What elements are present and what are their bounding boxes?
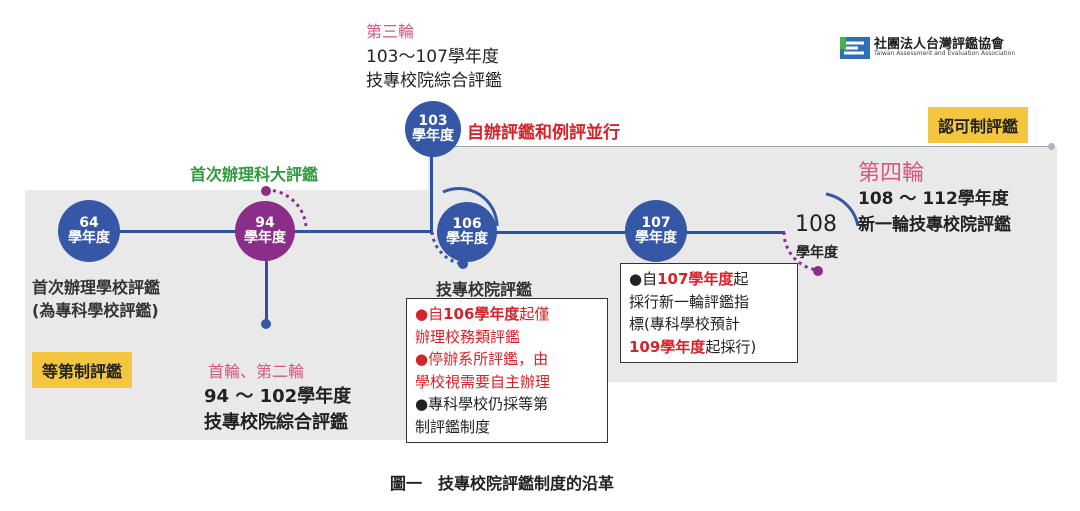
- milestone-64-caption-line2: (為專科學校評鑑): [32, 301, 159, 320]
- box-107-notes: ●自107學年度起 採行新一輪評鑑指 標(專科學校預計 109學年度起採行): [620, 263, 798, 363]
- milestone-94-dot: [261, 186, 271, 196]
- milestone-106-circle: 106 學年度: [437, 202, 497, 262]
- fourth-round-years: 108 ～ 112學年度: [858, 189, 1009, 209]
- milestone-107-unit: 學年度: [635, 230, 677, 246]
- milestone-108-dot: [813, 266, 823, 276]
- first-second-round-name: 技專校院綜合評鑑: [204, 412, 348, 433]
- box106-line4: 學校視需要自主辦理: [415, 372, 551, 391]
- association-logo: 社團法人台灣評鑑協會 Taiwan Assessment and Evaluat…: [838, 33, 1038, 61]
- arc-108-blue: [825, 192, 860, 227]
- fourth-round-name: 新一輪技專校院評鑑: [858, 215, 1011, 235]
- fourth-round-label: 第四輪: [858, 161, 925, 186]
- third-round-name: 技專校院綜合評鑑: [366, 71, 502, 91]
- milestone-108-unit: 學年度: [796, 245, 838, 261]
- first-second-round-years: 94 ～ 102學年度: [204, 386, 352, 407]
- accreditation-end-dot: [1048, 143, 1055, 150]
- milestone-106-dot: [458, 259, 468, 269]
- milestone-107-circle: 107 學年度: [625, 200, 687, 262]
- milestone-64-circle: 64 學年度: [58, 200, 120, 262]
- milestone-64-unit: 學年度: [68, 230, 110, 246]
- figure-title: 圖一 技專校院評鑑制度的沿革: [390, 474, 615, 493]
- milestone-103-unit: 學年度: [412, 128, 454, 144]
- third-round-years: 103～107學年度: [366, 47, 499, 67]
- branch-94-end-dot: [261, 319, 271, 329]
- box107-line3: 標(專科學校預計: [629, 315, 740, 333]
- arc-106-blue: [442, 186, 499, 227]
- milestone-103-caption: 自辦評鑑和例評並行: [467, 123, 620, 143]
- accreditation-badge: 認可制評鑑: [928, 107, 1029, 143]
- milestone-107-year: 107: [641, 215, 671, 232]
- arc-108-dashed: [782, 231, 819, 272]
- grading-badge: 等第制評鑑: [32, 352, 133, 388]
- box-106-notes: ●自106學年度起僅 辦理校務類評鑑 ●停辦系所評鑑，由 學校視需要自主辦理 ●…: [406, 298, 608, 443]
- box106-line5: ●專科學校仍採等第: [415, 395, 549, 413]
- first-second-round-label: 首輪、第二輪: [208, 362, 305, 381]
- milestone-94-circle: 94 學年度: [235, 201, 295, 261]
- branch-94-down: [265, 232, 268, 324]
- box107-line2: 採行新一輪評鑑指: [629, 292, 750, 311]
- milestone-106-year: 106: [452, 216, 482, 233]
- milestone-108-year: 108: [795, 212, 837, 237]
- box106-line2: 辦理校務類評鑑: [415, 327, 521, 346]
- association-subtitle: Taiwan Assessment and Evaluation Associa…: [874, 50, 1016, 57]
- milestone-103-circle: 103 學年度: [405, 101, 461, 157]
- milestone-94-year: 94: [255, 215, 275, 232]
- milestone-106-caption: 技專校院評鑑: [436, 280, 533, 299]
- box106-line6: 制評鑑制度: [415, 417, 491, 436]
- branch-103-down: [430, 146, 433, 234]
- association-logo-mark: [840, 37, 870, 59]
- milestone-64-year: 64: [79, 215, 99, 232]
- third-round-label: 第三輪: [366, 22, 415, 41]
- association-name: 社團法人台灣評鑑協會: [874, 37, 1005, 52]
- milestone-64-caption-line1: 首次辦理學校評鑑: [32, 278, 161, 297]
- box107-line4: 109學年度起採行): [629, 337, 757, 356]
- milestone-106-unit: 學年度: [446, 231, 488, 247]
- box107-line1: ●自107學年度起: [629, 270, 749, 288]
- milestone-94-caption: 首次辦理科大評鑑: [190, 165, 319, 184]
- box106-line1: ●自106學年度起僅: [415, 305, 550, 323]
- milestone-94-unit: 學年度: [244, 230, 286, 246]
- box106-line3: ●停辦系所評鑑，由: [415, 350, 549, 368]
- milestone-103-year: 103: [418, 113, 448, 130]
- arc-94-purple: [265, 188, 308, 227]
- accreditation-divider-line: [433, 146, 1053, 147]
